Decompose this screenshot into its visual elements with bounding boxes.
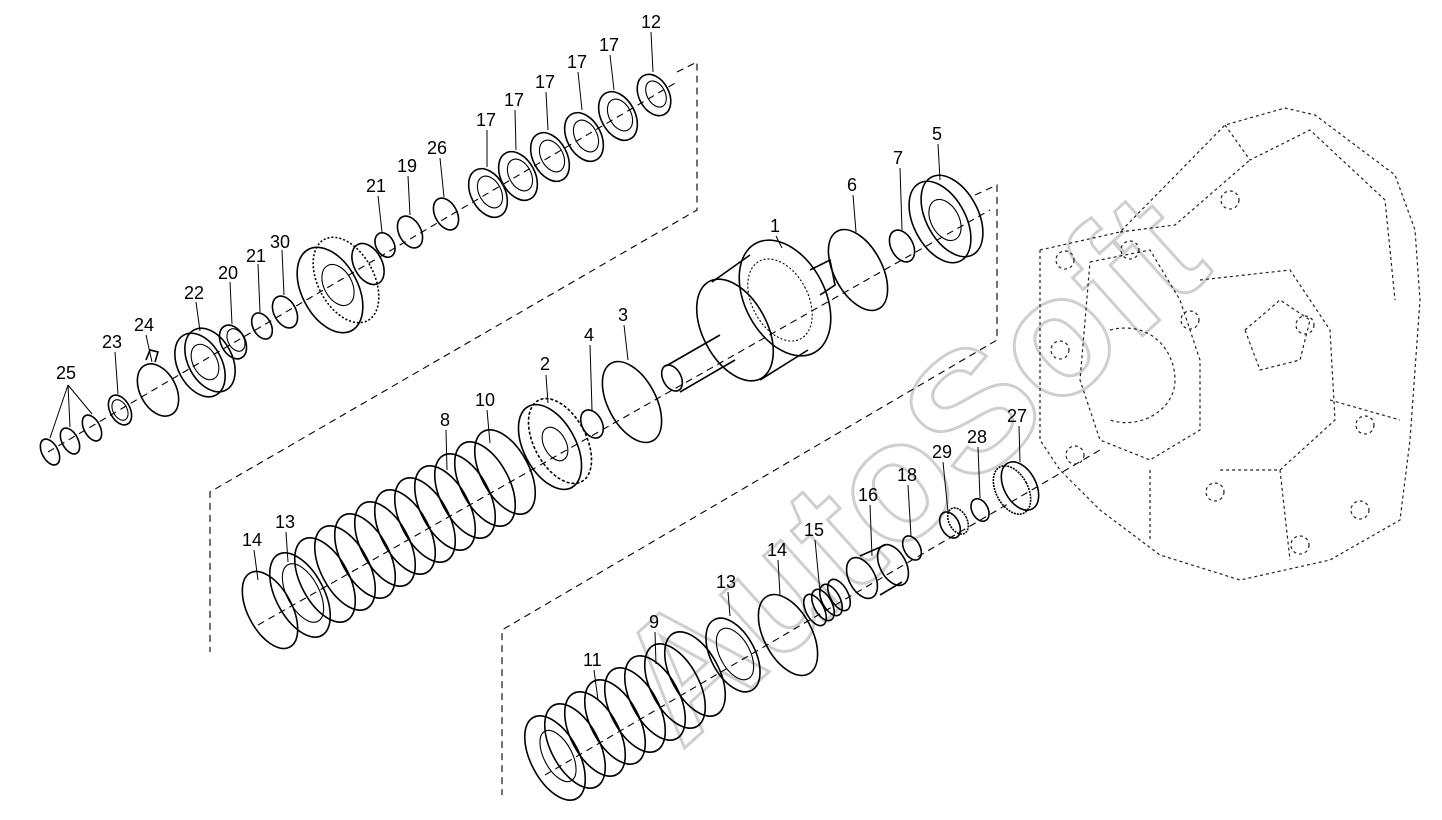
callout-20: 20 <box>218 263 238 283</box>
callout-21-lower: 21 <box>246 246 266 266</box>
part-1-clutch-drum-shaft <box>660 239 836 393</box>
part-17-disc-c <box>529 131 571 183</box>
part-27-gear <box>992 465 1032 515</box>
part-3-seal <box>601 360 663 444</box>
upper-group-parts <box>39 73 672 466</box>
callout-21-upper: 21 <box>366 176 386 196</box>
callout-4: 4 <box>584 325 594 345</box>
callout-12-upper: 12 <box>641 12 661 32</box>
part-7-ring <box>888 229 916 263</box>
callout-14-lower: 14 <box>767 540 787 560</box>
callout-17-c: 17 <box>535 72 555 92</box>
callout-labels: 12 17 17 17 17 17 26 19 21 30 21 20 22 2… <box>56 12 1027 670</box>
part-11-clutch-discs <box>523 631 727 801</box>
callout-7: 7 <box>893 148 903 168</box>
transmission-housing <box>1039 107 1421 581</box>
callout-18: 18 <box>897 465 917 485</box>
part-gear-cluster <box>296 246 364 334</box>
callout-2: 2 <box>540 354 550 374</box>
callout-26: 26 <box>427 138 447 158</box>
part-15-spring <box>802 578 852 627</box>
lower-group-parts <box>523 461 1040 801</box>
part-25-circlip-b <box>59 427 81 455</box>
group-boundaries <box>209 61 998 795</box>
assembly-axes <box>47 81 1101 776</box>
callout-29: 29 <box>932 442 952 462</box>
callout-6: 6 <box>847 175 857 195</box>
callout-23: 23 <box>102 332 122 352</box>
part-6-seal <box>827 228 889 312</box>
callout-24: 24 <box>134 315 154 335</box>
part-13-plate-b <box>705 617 761 693</box>
callout-28: 28 <box>967 427 987 447</box>
part-2-piston <box>517 403 583 491</box>
part-21-ring-lower <box>250 312 274 340</box>
callout-1: 1 <box>770 216 780 236</box>
callout-13-lower: 13 <box>716 572 736 592</box>
part-14-snap-ring-a <box>241 570 299 650</box>
callout-30: 30 <box>270 232 290 252</box>
part-23-ring <box>107 394 133 426</box>
callout-14-upper: 14 <box>242 530 262 550</box>
part-18-ring <box>901 535 923 561</box>
callout-27: 27 <box>1007 406 1027 426</box>
part-12-ring <box>636 73 672 117</box>
part-17-disc-d <box>563 111 605 163</box>
part-13-plate-a <box>268 552 332 638</box>
callout-8: 8 <box>440 410 450 430</box>
callout-13-upper: 13 <box>275 512 295 532</box>
callout-9: 9 <box>649 612 659 632</box>
callout-17-d: 17 <box>567 52 587 72</box>
callout-25: 25 <box>56 363 76 383</box>
callout-15: 15 <box>804 520 824 540</box>
part-29-bearing <box>938 511 962 539</box>
middle-group-parts <box>241 174 984 650</box>
callout-5: 5 <box>932 124 942 144</box>
callout-leaders <box>49 31 1021 701</box>
part-8-clutch-discs <box>293 429 537 623</box>
callout-3: 3 <box>618 305 628 325</box>
part-21-ring-upper <box>374 231 396 259</box>
callout-16: 16 <box>858 485 878 505</box>
part-4-ring <box>579 409 605 439</box>
part-16-sleeve <box>845 556 879 600</box>
callout-11: 11 <box>583 650 602 670</box>
part-14-snap-ring-b <box>757 593 819 677</box>
part-24-snap-ring <box>136 363 180 417</box>
callout-17-a: 17 <box>476 110 496 130</box>
callout-17-b: 17 <box>504 90 524 110</box>
part-28-ring <box>970 497 990 523</box>
part-25-circlip-c <box>81 414 103 442</box>
part-17-disc-e <box>597 90 639 142</box>
part-19-ring <box>396 215 424 249</box>
callout-10: 10 <box>475 390 495 410</box>
part-17-disc-b <box>497 150 539 202</box>
part-22-bearing <box>174 332 226 398</box>
part-30-ring <box>271 295 299 329</box>
part-25-circlip-a <box>39 438 61 466</box>
callout-22: 22 <box>184 283 204 303</box>
part-26-ring <box>432 197 460 231</box>
part-5-cover <box>908 180 972 264</box>
callout-19: 19 <box>397 156 417 176</box>
callout-17-e: 17 <box>599 35 619 55</box>
